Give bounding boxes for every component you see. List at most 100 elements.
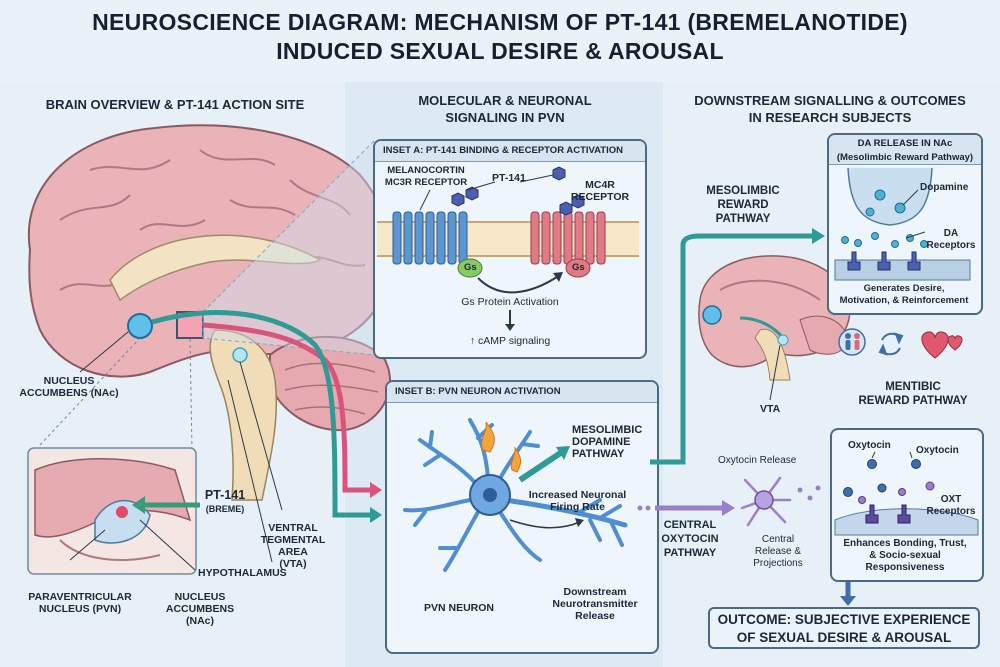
section-downstream-line-1: DOWNSTREAM SIGNALLING & OUTCOMES	[694, 93, 966, 108]
vta-label-1: VENTRAL	[268, 522, 318, 534]
nac2-label-2: ACCUMBENS	[165, 603, 235, 615]
enhances-2: & Socio-sexual	[869, 550, 941, 561]
gs-left-label: Gs	[464, 262, 477, 273]
downstream-3: Release	[575, 610, 615, 622]
oxt-receptors	[865, 504, 911, 524]
mc3r-label-1: MELANOCORTIN	[387, 165, 465, 176]
corpus-callosum	[109, 234, 322, 302]
heart-icon	[921, 331, 963, 359]
firing-rate-1: Increased Neuronal	[528, 489, 627, 501]
page-title: NEUROSCIENCE DIAGRAM: MECHANISM OF PT-14…	[0, 8, 1000, 66]
firing-rate-2: Firing Rate	[550, 501, 605, 513]
inset-b-mesolimbic-1: MESOLIMBIC	[572, 424, 643, 436]
nac-leader	[79, 331, 129, 373]
da-head-2: (Mesolimbic Reward Pathway)	[836, 152, 974, 163]
pvn-label: PARAVENTRICULAR NUCLEUS (PVN)	[20, 591, 140, 615]
people-icon	[838, 328, 866, 356]
da-receptors-2: Receptors	[926, 240, 976, 251]
nac-label: NUCLEUS ACCUMBENS (NAc)	[14, 375, 124, 399]
pvn-label-1: PARAVENTRICULAR	[28, 591, 132, 603]
cerebrum-folds	[59, 149, 366, 291]
mc4r-label: MC4R RECEPTOR	[570, 179, 630, 203]
central-release-label: Central Release & Projections	[738, 534, 818, 570]
da-release-box: DA RELEASE IN NAc (Mesolimbic Reward Pat…	[827, 133, 983, 315]
generates-desire-label: Generates Desire, Motivation, & Reinforc…	[829, 283, 979, 307]
outcome-line-1: OUTCOME: SUBJECTIVE EXPERIENCE	[717, 612, 971, 627]
cycle-icon	[878, 332, 904, 356]
inset-b-mesolimbic-label: MESOLIMBIC DOPAMINE PATHWAY	[572, 424, 642, 460]
central-oxytocin-pathway-label: CENTRAL OXYTOCIN PATHWAY	[650, 518, 730, 560]
vta-leader	[239, 361, 283, 511]
inset-a-header: INSET A: PT-141 BINDING & RECEPTOR ACTIV…	[375, 141, 645, 162]
mc4r-label-2: RECEPTOR	[570, 191, 630, 203]
section-molecular-heading: MOLECULAR & NEURONAL SIGNALING IN PVN	[370, 92, 640, 126]
enhances-bonding-label: Enhances Bonding, Trust, & Socio-sexual …	[832, 538, 978, 574]
right-mesolimbic-label: MESOLIMBIC REWARD PATHWAY	[688, 184, 798, 226]
nac2-label: NUCLEUS ACCUMBENS (NAc)	[160, 591, 240, 627]
flame-icon	[481, 421, 495, 453]
right-mesolimbic-3: PATHWAY	[715, 213, 771, 225]
da-head-1: DA RELEASE IN NAc	[857, 138, 953, 149]
oxt-receptors-1: OXT	[940, 494, 962, 505]
oxytocin-release-label: Oxytocin Release	[718, 455, 797, 466]
enhances-1: Enhances Bonding, Trust,	[843, 538, 967, 549]
small-nac-sphere	[702, 305, 722, 325]
brainstem-shape	[209, 329, 278, 501]
oxytocin-neuron-soma	[754, 490, 774, 510]
pvn-label-2: NUCLEUS (PVN)	[38, 603, 122, 615]
section-molecular-line-2: SIGNALING IN PVN	[445, 110, 565, 125]
nac2-label-3: (NAc)	[186, 615, 214, 627]
mesolimbic-pathway	[650, 233, 815, 465]
mc3r-label-2: MC3R RECEPTOR	[384, 177, 468, 188]
da-receptors-1: DA	[943, 228, 959, 239]
oxytocin-label-b: Oxytocin	[916, 445, 959, 456]
camp-label: ↑ cAMP signaling	[469, 335, 551, 347]
generates-desire-2: Motivation, & Reinforcement	[839, 295, 969, 306]
nac2-label-1: NUCLEUS	[174, 591, 226, 603]
vta-label-2: TEGMENTAL AREA	[260, 534, 326, 558]
nac-label-2: ACCUMBENS (NAc)	[19, 387, 119, 399]
mc3r-label: MELANOCORTIN MC3R RECEPTOR	[380, 165, 472, 189]
gs-right-label: Gs	[572, 262, 585, 273]
generates-desire-1: Generates Desire,	[863, 283, 945, 294]
section-brain-heading: BRAIN OVERVIEW & PT-141 ACTION SITE	[45, 97, 305, 112]
right-mesolimbic-1: MESOLIMBIC	[706, 185, 780, 197]
gs-left-oval	[457, 258, 483, 278]
pvn-dot	[116, 506, 128, 518]
oxt-receptors-label: OXT Receptors	[924, 494, 978, 518]
oxt-receptors-2: Receptors	[926, 506, 976, 517]
oxytocin-box	[830, 428, 984, 582]
downstream-label: Downstream Neurotransmitter Release	[540, 586, 650, 622]
inset-b-mesolimbic-3: PATHWAY	[572, 448, 625, 460]
mc3r-receptor	[392, 211, 468, 265]
section-molecular-line-1: MOLECULAR & NEURONAL	[418, 93, 592, 108]
vta-label-3: (VTA)	[279, 558, 307, 570]
neuron-dendrites	[403, 418, 628, 572]
right-mesolimbic-2: REWARD	[717, 199, 769, 211]
inset-b-header: INSET B: PVN NEURON ACTIVATION	[387, 382, 657, 403]
central-release-2: Release &	[754, 546, 802, 557]
section-downstream-heading: DOWNSTREAM SIGNALLING & OUTCOMES IN RESE…	[670, 92, 990, 126]
small-vta-label: VTA	[760, 403, 781, 415]
central-oxytocin-1: CENTRAL	[663, 519, 717, 531]
inset-b-mesolimbic-2: DOPAMINE	[572, 436, 631, 448]
da-receptors	[847, 251, 921, 271]
outcome-box: OUTCOME: SUBJECTIVE EXPERIENCE OF SEXUAL…	[708, 607, 980, 649]
mentibic-2: REWARD PATHWAY	[858, 395, 968, 407]
vta-label: VENTRAL TEGMENTAL AREA (VTA)	[248, 522, 338, 570]
enhances-3: Responsiveness	[865, 562, 945, 573]
mentibic-1: MENTIBIC	[885, 381, 941, 393]
mc4r-label-1: MC4R	[585, 179, 615, 191]
outcome-line-2: OF SEXUAL DESIRE & AROUSAL	[736, 630, 952, 645]
central-oxytocin-2: OXYTOCIN	[661, 533, 719, 545]
gs-right-oval	[565, 258, 591, 278]
firing-rate-label: Increased Neuronal Firing Rate	[515, 489, 640, 513]
downstream-2: Neurotransmitter	[552, 598, 638, 610]
flame-icon-2	[510, 446, 522, 473]
pvn-neuron-label: PVN NEURON	[424, 602, 495, 614]
